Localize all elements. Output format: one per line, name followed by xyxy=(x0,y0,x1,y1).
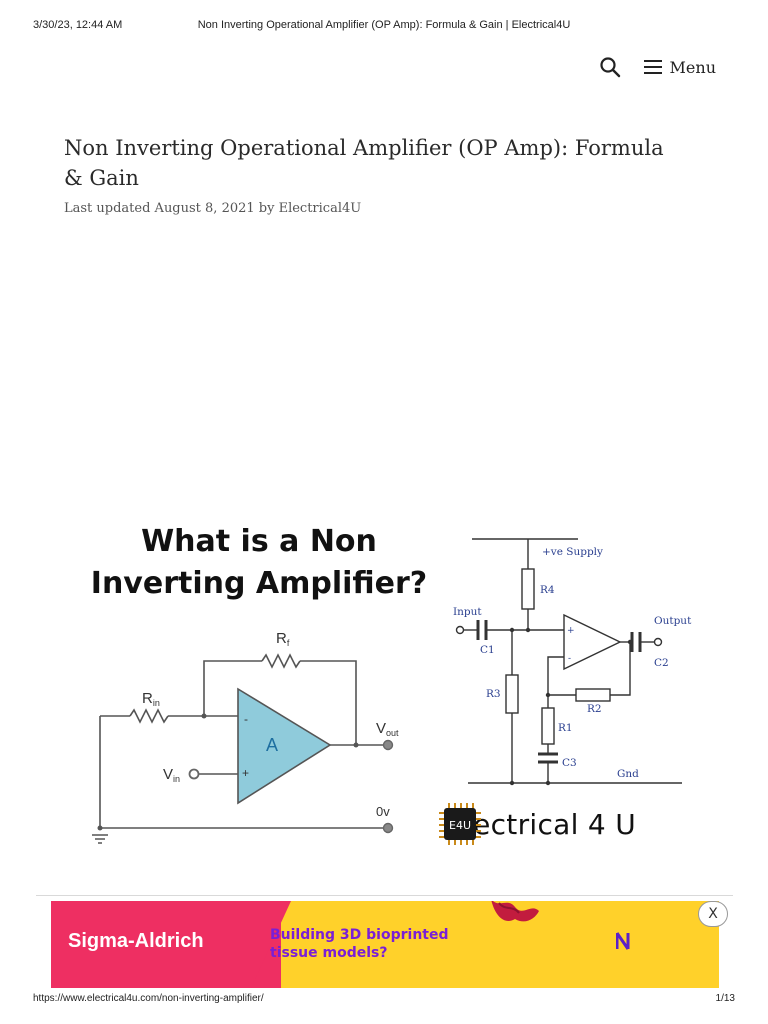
circuit-diagrams: Rf Rin Vin Vout 0v A - + xyxy=(92,538,692,844)
label-opamp-plus: + xyxy=(567,626,575,636)
ad-close-button[interactable]: X xyxy=(698,901,728,927)
figure-title: What is a Non Inverting Amplifier? xyxy=(64,521,454,605)
label-c1: C1 xyxy=(480,644,495,656)
zero-terminal xyxy=(382,822,394,834)
ad-banner[interactable]: Sigma-Aldrich Building 3D bioprinted tis… xyxy=(51,901,719,988)
ad-divider xyxy=(36,895,733,896)
label-r2: R2 xyxy=(587,703,602,715)
label-zero: 0v xyxy=(376,804,390,819)
label-rf: Rf xyxy=(276,630,290,648)
opamp-triangle xyxy=(237,687,332,805)
vout-terminal xyxy=(382,739,394,751)
label-vout: Vout xyxy=(376,720,399,738)
print-page-title: Non Inverting Operational Amplifier (OP … xyxy=(197,19,571,31)
right-circuit-labels: +ve Supply R4 Input C1 R3 Output C2 R2 R… xyxy=(453,546,692,780)
label-gain: A xyxy=(266,735,278,755)
print-url: https://www.electrical4u.com/non-inverti… xyxy=(33,993,264,1004)
ad-brand: Sigma-Aldrich xyxy=(68,930,204,952)
menu-label: Menu xyxy=(669,57,716,77)
label-rin: Rin xyxy=(142,690,160,708)
label-input: Input xyxy=(453,606,482,618)
article-meta: Last updated August 8, 2021 by Electrica… xyxy=(64,201,362,216)
label-r4: R4 xyxy=(540,584,555,596)
ad-pink-panel xyxy=(51,901,281,988)
label-plus: + xyxy=(242,766,249,780)
label-c2: C2 xyxy=(654,657,669,669)
label-opamp-minus: - xyxy=(568,654,571,664)
site-nav: Menu xyxy=(598,52,716,82)
label-output: Output xyxy=(654,615,692,627)
label-minus: - xyxy=(244,712,248,726)
chip-icon: E4U xyxy=(439,803,481,845)
chip-label: E4U xyxy=(449,819,471,832)
label-r1: R1 xyxy=(558,722,573,734)
search-icon[interactable] xyxy=(598,55,622,79)
vin-terminal xyxy=(188,768,200,780)
ad-pink-diagonal xyxy=(251,901,291,988)
menu-button[interactable]: Menu xyxy=(643,57,716,77)
label-c3: C3 xyxy=(562,757,577,769)
article-title: Non Inverting Operational Amplifier (OP … xyxy=(64,136,664,190)
label-supply: +ve Supply xyxy=(542,546,603,558)
print-header: 3/30/23, 12:44 AM Non Inverting Operatio… xyxy=(0,0,768,40)
ad-partial-logo-icon xyxy=(616,932,630,950)
ad-copy: Building 3D bioprinted tissue models? xyxy=(270,927,449,961)
figure-title-line2: Inverting Amplifier? xyxy=(90,566,428,601)
brand-logo: E4U Electrical 4 U xyxy=(437,801,636,847)
print-page-number: 1/13 xyxy=(715,993,735,1004)
article-figure: What is a Non Inverting Amplifier? xyxy=(64,505,724,865)
print-datetime: 3/30/23, 12:44 AM xyxy=(33,19,123,31)
label-vin: Vin xyxy=(163,766,180,784)
right-circuit xyxy=(464,538,682,784)
hamburger-icon xyxy=(643,60,662,74)
tissue-model-icon xyxy=(491,901,539,922)
label-gnd: Gnd xyxy=(617,768,639,780)
label-r3: R3 xyxy=(486,688,501,700)
figure-title-line1: What is a Non xyxy=(141,524,377,559)
